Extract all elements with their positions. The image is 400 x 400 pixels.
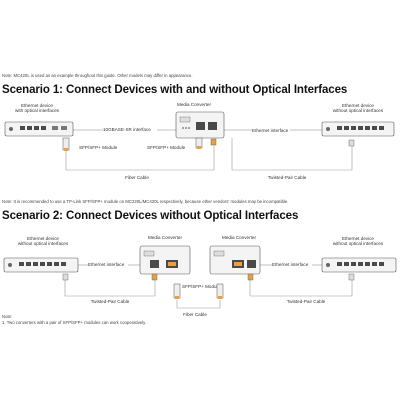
s2-sfp-module-left — [173, 283, 181, 299]
s2-twisted-left-path — [64, 278, 156, 297]
s1-left-device-line2: with optical interfaces — [15, 108, 59, 114]
s2-twisted-right-label: Twisted-Pair Cable — [286, 299, 326, 304]
s1-sfp-module-left — [62, 137, 70, 151]
s1-right-switch — [321, 121, 395, 137]
s2-converter-right — [209, 245, 261, 275]
s2-left-switch — [3, 257, 79, 273]
s1-media-converter-label: Media Converter — [177, 102, 211, 107]
s1-right-device-label: Ethernet device without optical interfac… — [320, 103, 396, 114]
top-note: Note: MC420L is used as an example throu… — [2, 73, 193, 78]
s1-optical-link-label: 10GBASE-SR interface — [103, 127, 151, 132]
s2-left-device-line2: without optical interfaces — [17, 241, 69, 247]
s1-left-device-line1: Ethernet device — [21, 103, 53, 108]
s2-link-right-label: Ethernet interface — [272, 262, 309, 267]
s1-right-device-line1: Ethernet device — [342, 103, 374, 108]
s1-converter-plug — [210, 138, 217, 146]
s1-right-plug — [348, 139, 355, 147]
s1-sfp-module-right — [195, 137, 203, 149]
s2-link-left-label: Ethernet interface — [88, 262, 125, 267]
s2-left-plug — [62, 273, 69, 281]
s2-converter-left-plug — [151, 273, 158, 281]
s2-converter-right-label: Media Converter — [222, 235, 256, 240]
bottom-note-title: Note: — [2, 314, 13, 319]
s2-converter-left — [139, 245, 191, 275]
scenario2-title: Scenario 2: Connect Devices without Opti… — [2, 210, 299, 222]
s1-module-left-label: SFP/SFP+ Module — [79, 145, 118, 150]
s2-right-switch — [321, 257, 397, 273]
s2-right-device-line2: without optical interfaces — [332, 241, 384, 247]
s2-twisted-left-label: Twisted-Pair Cable — [90, 299, 130, 304]
s1-twisted-pair-path — [231, 138, 353, 171]
s2-right-device-line1: Ethernet device — [342, 236, 374, 241]
s1-right-device-line2: without optical interfaces — [332, 108, 384, 114]
s2-sfp-module-right — [216, 283, 224, 299]
s2-twisted-right-path — [249, 278, 353, 297]
s1-fiber-cable-label: Fiber Cable — [125, 175, 149, 180]
s1-fiber-cable-path — [65, 144, 215, 171]
middle-note: Note: It is recommended to use a TP-Link… — [2, 199, 289, 204]
s1-media-converter — [175, 111, 225, 139]
s2-left-device-line1: Ethernet device — [27, 236, 59, 241]
s1-ethernet-link-label: Ethernet interface — [252, 128, 289, 133]
s2-module-label: SFP/SFP+ Module — [182, 284, 221, 289]
s2-fiber-path — [176, 300, 221, 309]
s1-module-right-label: SFP/SFP+ Module — [147, 145, 186, 150]
s1-twisted-pair-label: Twisted-Pair Cable — [267, 175, 307, 180]
s2-right-plug — [348, 273, 355, 281]
s2-right-device-label: Ethernet device without optical interfac… — [320, 236, 396, 247]
s1-left-device-label: Ethernet device with optical interfaces — [6, 103, 68, 114]
bottom-note-item: 1. Two converters with a pair of SFP/SFP… — [2, 320, 147, 325]
scenario1-title: Scenario 1: Connect Devices with and wit… — [2, 84, 348, 96]
s2-left-device-label: Ethernet device without optical interfac… — [5, 236, 81, 247]
s2-fiber-cable-label: Fiber Cable — [183, 312, 207, 317]
s2-converter-right-plug — [247, 273, 254, 281]
s1-left-switch — [4, 121, 74, 137]
s2-converter-left-label: Media Converter — [148, 235, 182, 240]
